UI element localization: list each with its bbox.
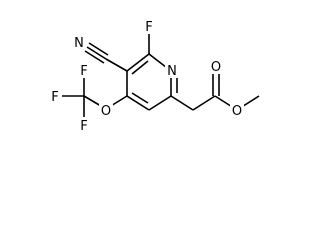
- bond-c3-cn: [105, 58, 128, 72]
- atom-cf3-f-left: F: [51, 90, 58, 105]
- bond-c6-c5: [148, 95, 172, 111]
- atom-cf3-f-top: F: [80, 64, 87, 79]
- bond-c5-c4-inner: [131, 92, 149, 104]
- bond-c6-ch2: [170, 95, 194, 111]
- bond-cn-triple-1: [86, 46, 107, 60]
- atom-ring-n: N: [167, 64, 177, 79]
- atom-cf3-f-bottom: F: [80, 119, 87, 134]
- bond-c3-c2: [126, 53, 150, 72]
- bond-layer: [62, 34, 260, 117]
- atom-ether-o: O: [101, 104, 111, 119]
- bond-c5-c4-outer: [126, 95, 150, 111]
- atom-label-layer: N F N O O O F F F: [49, 18, 244, 134]
- bond-cn-triple-3: [84, 50, 105, 64]
- atom-carbonyl-o: O: [211, 60, 221, 75]
- bond-ch2-co: [192, 95, 216, 111]
- atom-ester-o: O: [232, 104, 242, 119]
- atom-cyano-n: N: [74, 36, 84, 51]
- atom-fluoro-top: F: [145, 20, 152, 35]
- bond-c3-c2-inner: [131, 60, 149, 75]
- bond-cn-triple-2: [88, 42, 109, 56]
- chemical-structure-diagram: N F N O O O F F F: [49, 18, 260, 134]
